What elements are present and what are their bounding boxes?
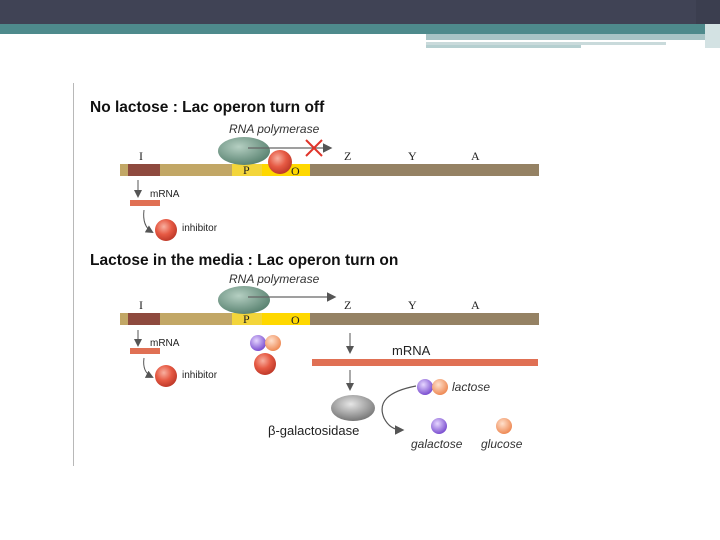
dna-strand-right (310, 313, 539, 325)
slide-header-stripe-thin (426, 42, 666, 45)
mrna-small-label: mRNA (150, 338, 180, 349)
mrna-small-bar (130, 348, 160, 354)
gene-z-label: Z (344, 298, 352, 312)
panel-off-heading: No lactose : Lac operon turn off (90, 99, 325, 116)
glucose-molecule (496, 418, 512, 434)
translation-curve-arrow (143, 209, 154, 234)
gene-z-label: Z (344, 149, 352, 163)
slide-header-edge (705, 24, 720, 48)
slide-header-stripe-light (426, 34, 706, 40)
beta-galactosidase-enzyme (331, 395, 375, 421)
lactose-glucose-unit (265, 335, 281, 351)
lactose-label: lactose (452, 380, 491, 394)
glucose-label: glucose (481, 437, 523, 451)
promoter-block (232, 313, 262, 325)
galactose-molecule (431, 418, 447, 434)
gene-i-label: I (139, 149, 143, 163)
rna-polymerase-label: RNA polymerase (229, 122, 320, 136)
inactivated-inhibitor (254, 353, 276, 375)
panel-on-graphics (120, 286, 539, 435)
panel-off-graphics (120, 137, 539, 241)
rna-polymerase-blob (218, 286, 270, 314)
beta-galactosidase-label: β-galactosidase (268, 423, 360, 438)
inhibitor-protein (155, 365, 177, 387)
gene-i-label: I (139, 298, 143, 312)
i-gene-block (128, 164, 160, 176)
gene-a-label: A (471, 298, 480, 312)
mrna-large-bar (312, 359, 538, 366)
inhibitor-label: inhibitor (182, 223, 218, 234)
gene-o-label: O (291, 164, 300, 178)
gene-o-label: O (291, 313, 300, 327)
mrna-small-label: mRNA (150, 189, 180, 200)
operator-block (262, 313, 310, 325)
slide-left-rule (73, 83, 74, 466)
i-gene-block (128, 313, 160, 325)
gene-a-label: A (471, 149, 480, 163)
catalysis-curve-arrow (381, 385, 417, 435)
lactose-galactose-unit (250, 335, 266, 351)
inhibitor-protein (155, 219, 177, 241)
gene-y-label: Y (408, 298, 417, 312)
gene-y-label: Y (408, 149, 417, 163)
mrna-large-label: mRNA (392, 343, 431, 358)
lactose-glucose-unit (432, 379, 448, 395)
gene-p-label: P (243, 312, 250, 326)
blocked-x-icon (305, 139, 323, 157)
inhibitor-label: inhibitor (182, 370, 218, 381)
panel-on-heading: Lactose in the media : Lac operon turn o… (90, 252, 399, 269)
rna-polymerase-label: RNA polymerase (229, 272, 320, 286)
slide-header-stripe-thin-2 (426, 45, 581, 48)
dna-strand-right (310, 164, 539, 176)
lactose-galactose-unit (417, 379, 433, 395)
translation-curve-arrow (143, 357, 154, 378)
gene-p-label: P (243, 163, 250, 177)
mrna-small-bar (130, 200, 160, 206)
slide-header-bar (0, 0, 720, 24)
galactose-label: galactose (411, 437, 463, 451)
slide-header-corner (696, 0, 720, 24)
promoter-block (232, 164, 262, 176)
repressor-on-operator (268, 150, 292, 174)
slide-header-stripe (0, 24, 705, 34)
rna-polymerase-blob (218, 137, 270, 165)
